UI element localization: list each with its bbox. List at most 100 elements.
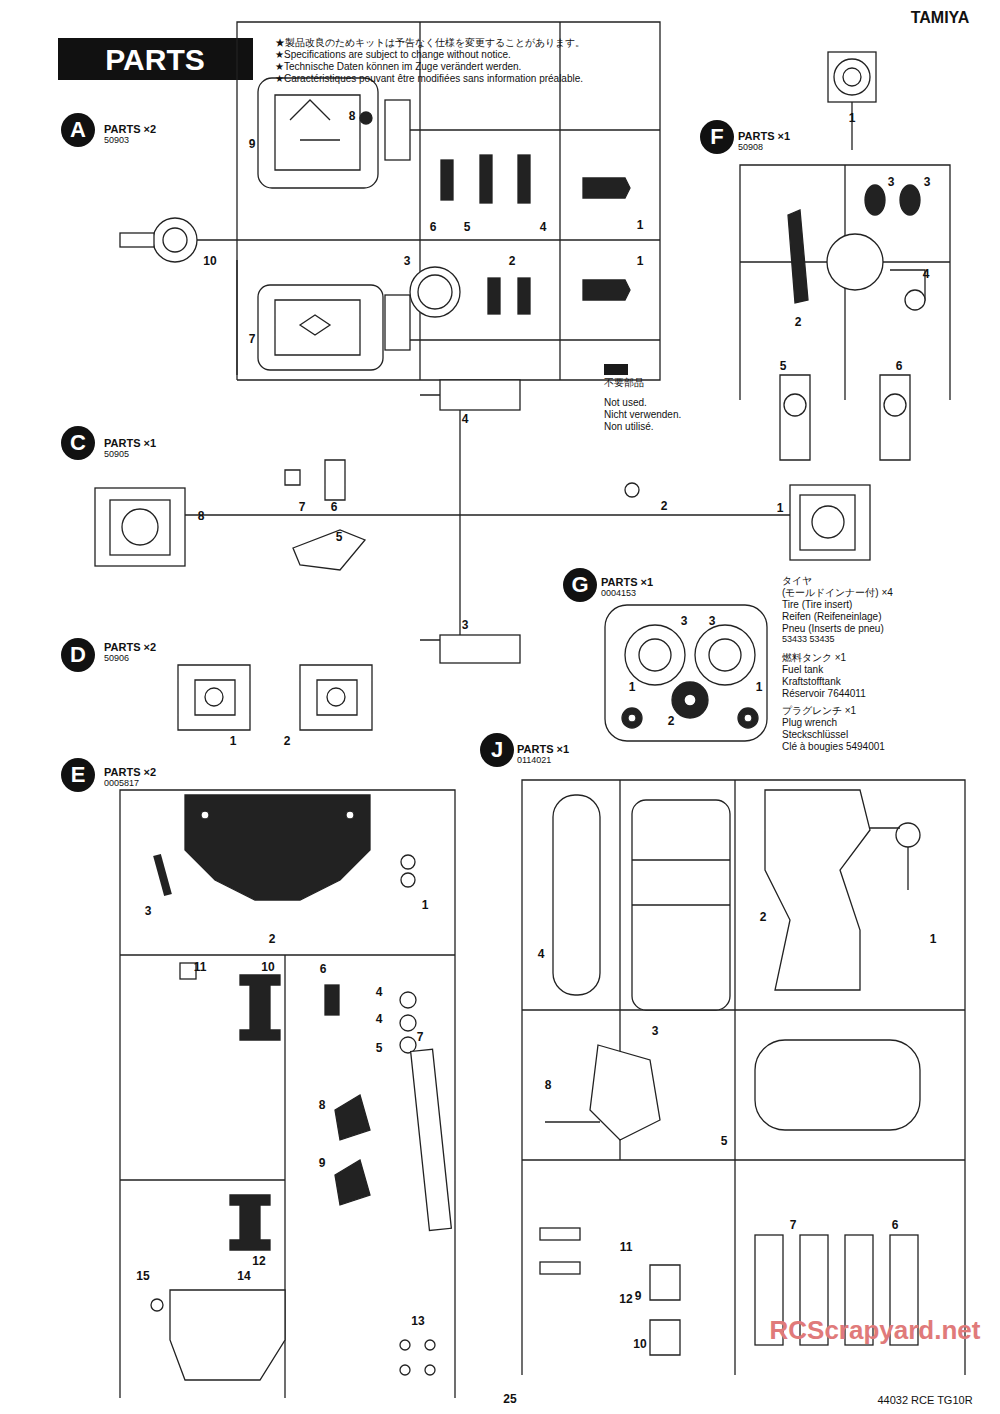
- item-name: Reifen (Reifeneinlage): [782, 611, 882, 622]
- callout-number: 3: [652, 1025, 659, 1038]
- part-code: 0005817: [104, 779, 139, 789]
- callout-number: 14: [237, 1270, 250, 1283]
- callout-number: 1: [849, 112, 856, 125]
- callout-number: 4: [540, 221, 547, 234]
- item-name: Steckschlüssel: [782, 729, 848, 740]
- item-name: Pneu (Inserts de pneu): [782, 623, 884, 634]
- item-name: Kraftstofftank: [782, 676, 841, 687]
- callout-number: 5: [721, 1135, 728, 1148]
- page-number: 25: [503, 1393, 516, 1406]
- item-name: Clé à bougies 5494001: [782, 741, 885, 752]
- callout-number: 1: [777, 502, 784, 515]
- callout-number: 10: [203, 255, 216, 268]
- callout-number: 6: [892, 1219, 899, 1232]
- part-code: 0114021: [517, 756, 551, 766]
- callout-number: 9: [635, 1290, 642, 1303]
- callout-number: 5: [780, 360, 787, 373]
- note: Nicht verwenden.: [604, 409, 681, 420]
- item-name: プラグレンチ ×1: [782, 705, 856, 716]
- legend: 不要部品: [604, 364, 644, 388]
- parts-count: PARTS ×2: [104, 766, 156, 778]
- parts-count: PARTS ×1: [601, 576, 653, 588]
- part-code: 50903: [104, 136, 129, 146]
- part-code: 0004153: [601, 589, 636, 599]
- callout-number: 6: [320, 963, 327, 976]
- item-name: タイヤ: [782, 575, 812, 586]
- item-name: (モールドインナー付) ×4: [782, 587, 893, 598]
- callout-number: 1: [930, 933, 937, 946]
- group-letter: E: [71, 763, 86, 787]
- callout-number: 8: [198, 510, 205, 523]
- group-letter: C: [70, 431, 86, 455]
- callout-number: 2: [795, 316, 802, 329]
- legend-swatch: [604, 364, 628, 375]
- callout-number: 1: [637, 219, 644, 232]
- callout-number: 2: [284, 735, 291, 748]
- callout-number: 1: [629, 681, 636, 694]
- model-code: 44032 RCE TG10R: [877, 1394, 972, 1406]
- callout-number: 4: [376, 986, 383, 999]
- callout-number: 15: [136, 1270, 149, 1283]
- callout-number: 2: [661, 500, 668, 513]
- legend-row: 不要部品: [604, 364, 644, 388]
- callout-number: 5: [336, 531, 343, 544]
- parts-count: PARTS ×1: [104, 437, 156, 449]
- callout-number: 9: [319, 1157, 326, 1170]
- group-letter: A: [70, 118, 86, 142]
- callout-number: 1: [422, 899, 429, 912]
- callout-number: 1: [756, 681, 763, 694]
- callout-number: 11: [620, 1241, 633, 1254]
- callout-number: 3: [888, 176, 895, 189]
- callout-number: 4: [462, 413, 469, 426]
- callout-number: 6: [896, 360, 903, 373]
- group-letter: D: [70, 643, 86, 667]
- item-name: 燃料タンク ×1: [782, 652, 846, 663]
- part-code: 53433 53435: [782, 635, 835, 645]
- part-code: 50905: [104, 450, 129, 460]
- callout-number: 6: [331, 501, 338, 514]
- callout-number: 8: [319, 1099, 326, 1112]
- callout-number: 2: [668, 715, 675, 728]
- callout-number: 3: [709, 615, 716, 628]
- callout-number: 13: [411, 1315, 424, 1328]
- callout-number: 10: [261, 961, 274, 974]
- callout-number: 8: [349, 110, 356, 123]
- callout-number: 4: [376, 1013, 383, 1026]
- legend-text: 不要部品: [604, 377, 644, 388]
- callout-number: 2: [760, 911, 767, 924]
- callout-number: 1: [637, 255, 644, 268]
- note: ★Specifications are subject to change wi…: [275, 49, 511, 60]
- callout-number: 1: [230, 735, 237, 748]
- callout-number: 10: [633, 1338, 646, 1351]
- callout-number: 3: [462, 619, 469, 632]
- note: Not used.: [604, 397, 647, 408]
- note: ★Technische Daten können im Zuge verände…: [275, 61, 521, 72]
- callout-number: 7: [790, 1219, 797, 1232]
- callout-number: 6: [430, 221, 437, 234]
- parts-count: PARTS ×1: [738, 130, 790, 142]
- callout-number: 4: [923, 268, 930, 281]
- callout-number: 4: [538, 948, 545, 961]
- callout-number: 3: [681, 615, 688, 628]
- callout-number: 5: [376, 1042, 383, 1055]
- callout-number: 2: [269, 933, 276, 946]
- callout-number: 3: [145, 905, 152, 918]
- brand: TAMIYA: [911, 9, 970, 27]
- note: ★Caractéristiques pouvant être modifiées…: [275, 73, 583, 84]
- part-code: 50906: [104, 654, 129, 664]
- callout-number: 2: [509, 255, 516, 268]
- callout-number: 12: [619, 1293, 632, 1306]
- page-title: PARTS: [105, 43, 204, 76]
- callout-number: 3: [924, 176, 931, 189]
- callout-number: 5: [464, 221, 471, 234]
- callout-number: 11: [194, 961, 207, 974]
- callout-number: 12: [252, 1255, 265, 1268]
- item-name: Tire (Tire insert): [782, 599, 852, 610]
- parts-count: PARTS ×2: [104, 123, 156, 135]
- callout-number: 7: [249, 333, 256, 346]
- item-name: Plug wrench: [782, 717, 837, 728]
- group-letter: J: [491, 738, 503, 762]
- callout-number: 7: [299, 501, 306, 514]
- callout-number: 3: [404, 255, 411, 268]
- parts-count: PARTS ×2: [104, 641, 156, 653]
